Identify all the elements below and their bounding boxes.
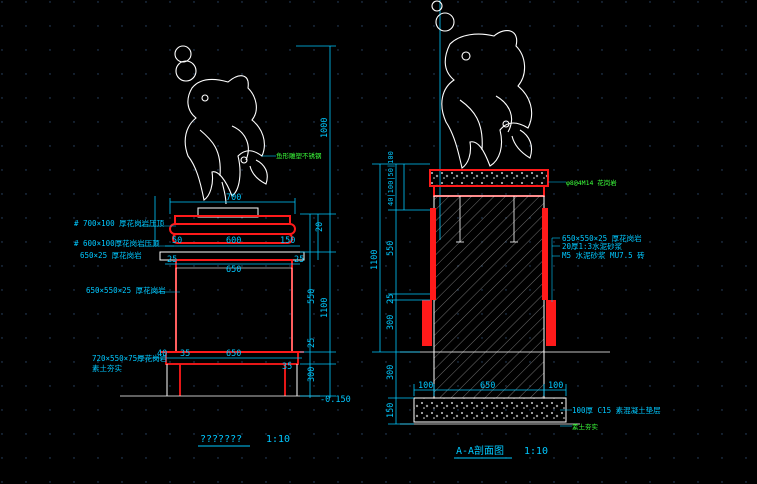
note-650x550: 650×550×25 厚花岗岩: [86, 285, 166, 295]
dim-r-bot-100: 100: [418, 381, 433, 391]
dim-v-300: 300: [307, 367, 317, 382]
left-view-title: ???????: [200, 434, 242, 445]
note-r-mortar: 20厚1:3水泥砂浆: [562, 241, 623, 251]
note-r-concrete: 100厚 C15 素混凝土垫层: [572, 405, 661, 415]
fish-sculpture-right: [431, 0, 533, 169]
dim-r-v-top: 40|100|50|100: [387, 151, 395, 206]
dim-r-v-300: 300: [386, 315, 396, 330]
dim-top-width: 700: [226, 193, 241, 203]
dim-v-550: 550: [307, 289, 317, 304]
right-section: 1100 550 25 300 300 150 40|100|50|100 10…: [370, 0, 661, 459]
dim-side-25b: 25: [294, 255, 304, 265]
left-view-scale: 1:10: [266, 434, 290, 445]
dim-v-1000: 1000: [320, 118, 330, 138]
red-cladding-left: [430, 208, 436, 300]
red-base-left: [422, 300, 432, 346]
note-r-650x550: 650×550×25 厚花岗岩: [562, 233, 642, 243]
dim-r-bot-650: 650: [480, 381, 495, 391]
note-700x100: # 700×100 厚花岗岩压顶: [74, 218, 165, 228]
dim-r-v-300b: 300: [386, 365, 396, 380]
dim-mid-600: 600: [226, 236, 241, 246]
dim-side-25a: 25: [167, 255, 177, 265]
note-r-brick: M5 水泥砂浆 MU7.5 砖: [562, 250, 645, 260]
left-elevation: 700 50 600 150 25 25 650 40 35 650 35 -0…: [74, 45, 351, 447]
note-r-rebar: φ8@4M14 花岗岩: [566, 178, 617, 187]
dim-r-v-150: 150: [386, 403, 396, 418]
red-base-right: [546, 300, 556, 346]
note-soil: 素土夯实: [92, 363, 122, 373]
dim-side-150: 150: [280, 236, 295, 246]
note-600x100: # 600×100厚花岗岩压顶: [74, 238, 160, 248]
dim-level: -0.150: [320, 395, 351, 405]
right-view-scale: 1:10: [524, 446, 548, 457]
note-650x25: 650×25 厚花岗岩: [80, 250, 142, 260]
dim-r-v-550: 550: [386, 241, 396, 256]
red-cladding-right: [542, 208, 548, 300]
right-view-title: A-A剖面图: [456, 444, 504, 457]
dim-bot-650: 650: [226, 349, 241, 359]
dim-r-v-1100: 1100: [370, 250, 380, 270]
dim-side-50: 50: [172, 236, 182, 246]
note-r-soil: 素土夯实: [572, 422, 599, 431]
note-720x550: 720×550×75厚花岗岩: [92, 353, 168, 363]
dim-bot-40: 40: [157, 349, 167, 359]
dim-bot-35: 35: [180, 349, 190, 359]
dim-v-20: 20: [315, 222, 325, 232]
dim-bot-35b: 35: [282, 362, 292, 372]
dim-v-1100: 1100: [320, 298, 330, 318]
dim-r-v-25: 25: [386, 294, 396, 304]
note-sculpture: 鱼形雕塑不锈钢: [276, 151, 322, 160]
dim-r-bot-100b: 100: [548, 381, 563, 391]
dim-inner-650: 650: [226, 265, 241, 275]
dim-v-25: 25: [307, 338, 317, 348]
fish-sculpture-left: [174, 45, 268, 205]
